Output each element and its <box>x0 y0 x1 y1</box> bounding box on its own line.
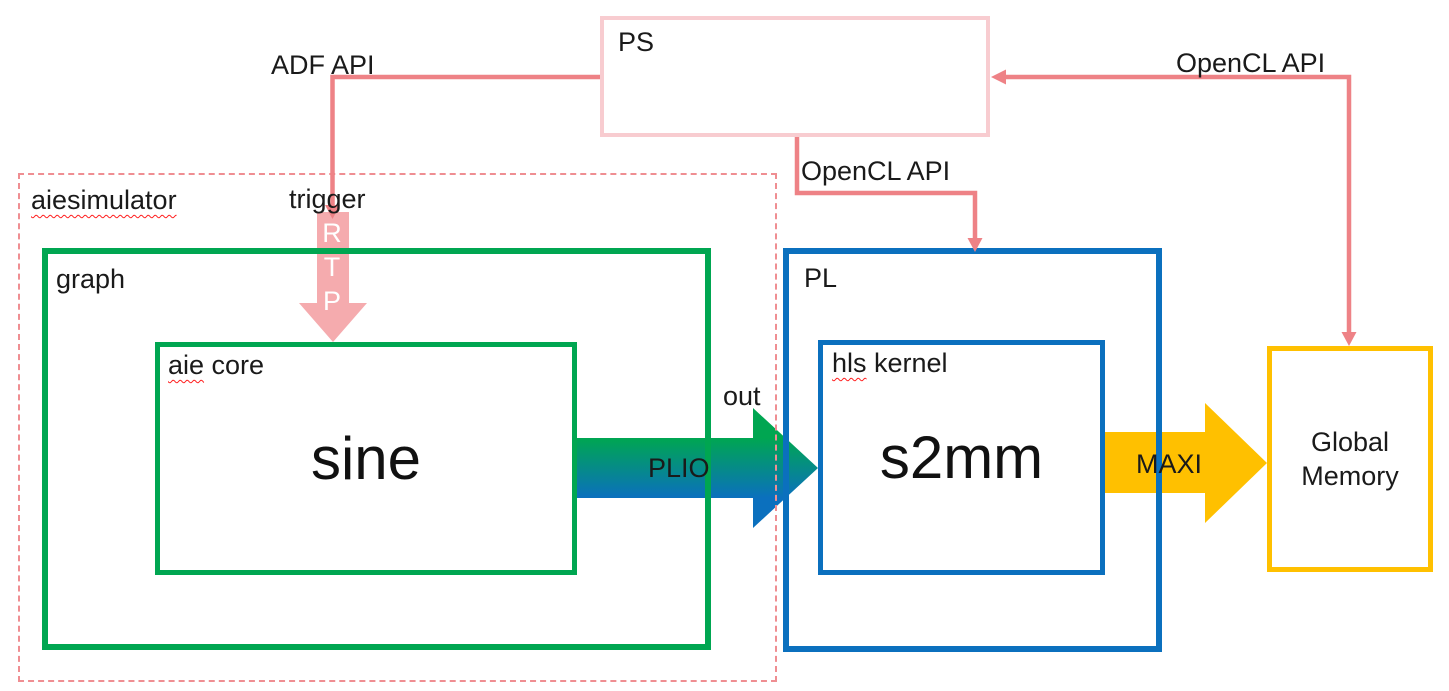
rtp-arrow <box>299 212 367 342</box>
maxi-arrow <box>1105 403 1267 523</box>
rtp-label: R T P <box>322 218 342 316</box>
plio-arrow <box>577 408 818 528</box>
adf-api-connector <box>325 74 600 219</box>
opencl-ps-to-mem-connector <box>991 69 1357 346</box>
opencl-ps-to-pl-connector <box>794 137 983 252</box>
